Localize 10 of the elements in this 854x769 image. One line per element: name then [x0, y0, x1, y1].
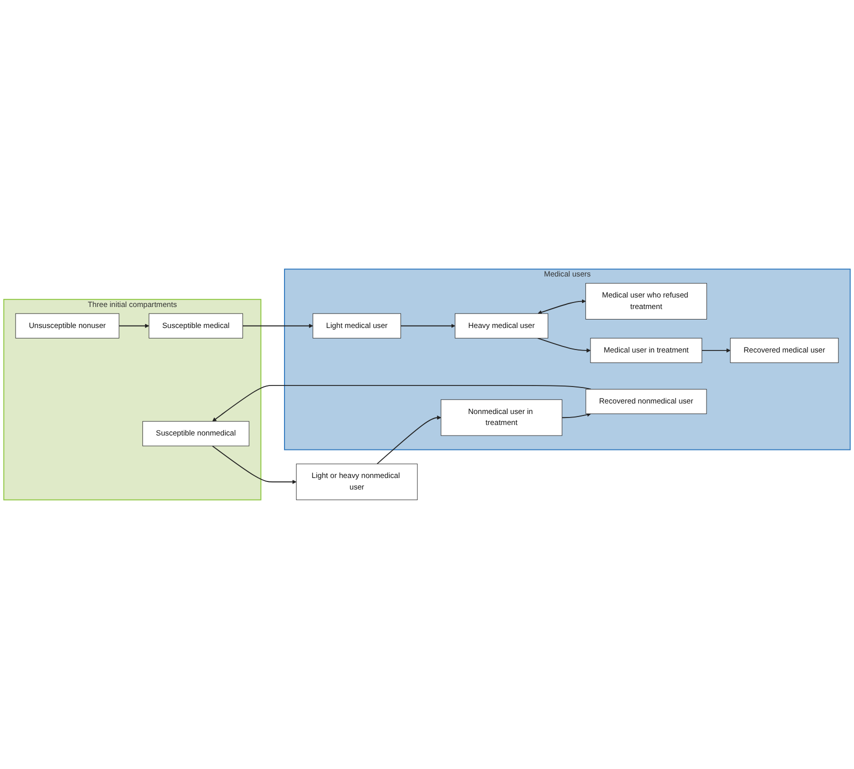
- arrow: [538, 299, 586, 314]
- arrow: [376, 416, 442, 464]
- arrow: [212, 446, 297, 484]
- arrow: [400, 324, 456, 328]
- arrow: [701, 348, 731, 353]
- arrow: [118, 324, 150, 328]
- arrow: [212, 384, 592, 422]
- arrow: [562, 412, 592, 418]
- arrow: [537, 338, 591, 353]
- arrow: [242, 324, 314, 328]
